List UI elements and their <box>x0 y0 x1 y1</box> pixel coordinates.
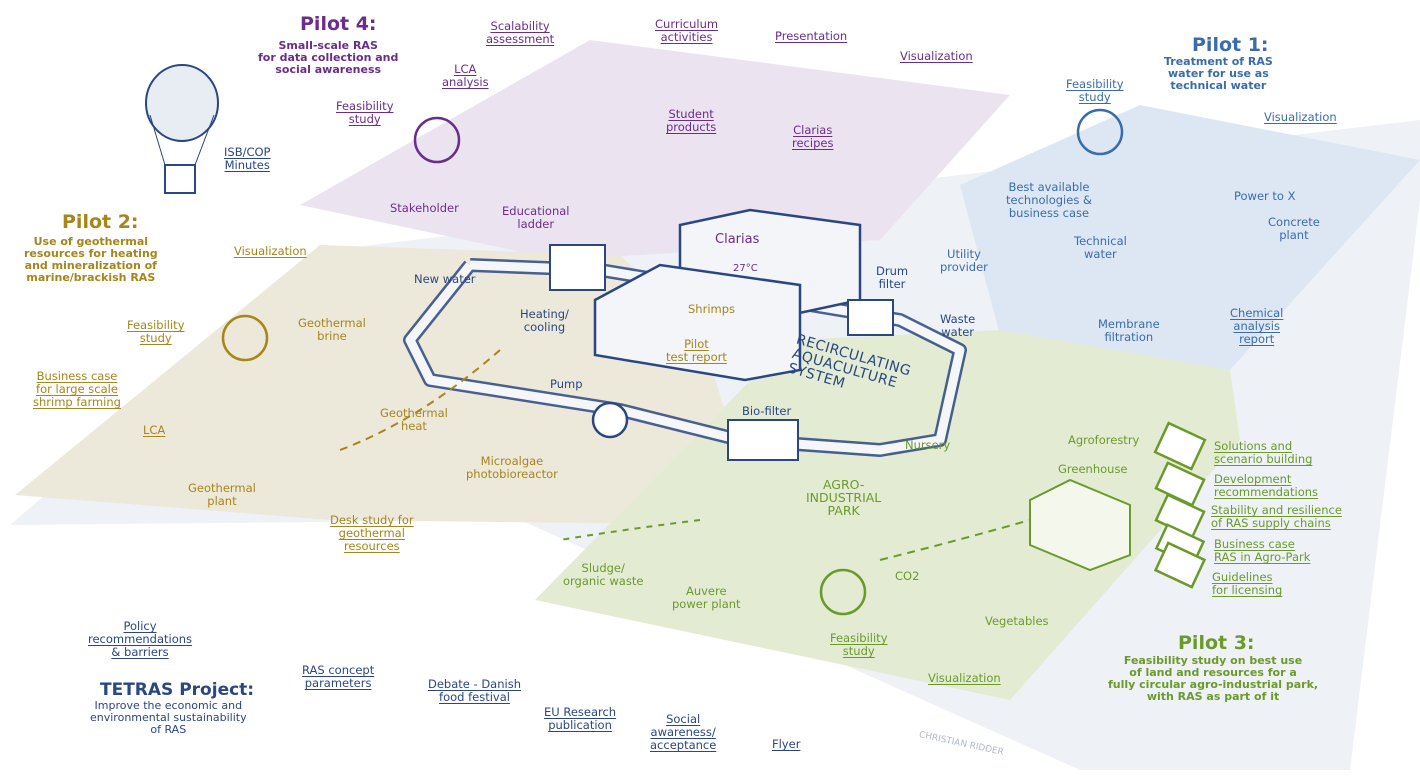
power-to-x-label: Power to X <box>1234 189 1296 203</box>
co2-label: CO2 <box>895 569 920 583</box>
shrimp-business-case-link[interactable]: Business case for large scale shrimp far… <box>33 369 121 409</box>
eu-research-publication-link[interactable]: EU Research publication <box>544 705 617 732</box>
utility-provider-label: Utility provider <box>940 247 988 274</box>
agro-park-business-case-link[interactable]: Business case RAS in Agro-Park <box>1214 537 1311 564</box>
drum-filter-label: Drum filter <box>876 264 909 291</box>
heat-exchanger-box <box>549 244 606 291</box>
balloon-icon <box>145 64 219 142</box>
pilot3-title: Pilot 3: <box>1178 632 1255 654</box>
geothermal-plant-label: Geothermal plant <box>188 481 256 508</box>
pilot2-feasibility-link[interactable]: Feasibility study <box>127 318 185 345</box>
curriculum-activities-link[interactable]: Curriculum activities <box>655 17 719 44</box>
presentation-link[interactable]: Presentation <box>775 29 848 43</box>
supply-chain-resilience-link[interactable]: Stability and resilience of RAS supply c… <box>1211 503 1342 530</box>
pump-label: Pump <box>550 377 583 391</box>
pilot1-visualization-link[interactable]: Visualization <box>1264 110 1337 124</box>
auvere-power-plant-label: Auvere power plant <box>672 584 741 611</box>
greenhouse-icon <box>1029 478 1131 572</box>
pilot1-plane <box>960 105 1420 370</box>
photobioreactor-label: Microalgae photobioreactor <box>466 454 558 481</box>
heating-cooling-label: Heating/ cooling <box>520 307 569 334</box>
pilot4-subtitle: Small-scale RAS for data collection and … <box>258 39 399 76</box>
pilot-test-report-link[interactable]: Pilot test report <box>666 337 727 364</box>
biofilter-label: Bio-filter <box>742 404 792 418</box>
shrimps-label: Shrimps <box>688 302 736 316</box>
waste-water-label: Waste water <box>940 312 976 339</box>
pilot2-plane <box>15 245 760 525</box>
nursery-label: Nursery <box>905 438 951 452</box>
ras-concept-parameters-link[interactable]: RAS concept parameters <box>302 663 375 690</box>
new-water-label: New water <box>414 272 476 286</box>
biofilter-box <box>727 419 799 461</box>
geothermal-brine-label: Geothermal brine <box>298 316 366 343</box>
pilot2-title: Pilot 2: <box>62 211 139 233</box>
pilot4-plane <box>300 40 1010 260</box>
pump-icon <box>591 401 629 439</box>
technical-water-label: Technical water <box>1074 234 1127 261</box>
development-recommendations-link[interactable]: Development recommendations <box>1214 472 1319 499</box>
social-awareness-link[interactable]: Social awareness/ acceptance <box>650 712 717 752</box>
guidelines-card-icon <box>1153 541 1207 589</box>
pilot1-feasibility-link[interactable]: Feasibility study <box>1066 77 1124 104</box>
pilot4-feasibility-link[interactable]: Feasibility study <box>336 99 394 126</box>
pilot3-feasibility-link[interactable]: Feasibility study <box>830 631 888 658</box>
agro-industrial-park-label: AGRO- INDUSTRIAL PARK <box>806 477 882 518</box>
agroforestry-label: Agroforestry <box>1068 433 1140 447</box>
tetras-subtitle: Improve the economic and environmental s… <box>90 699 247 736</box>
pilot1-subtitle: Treatment of RAS water for use as techni… <box>1164 55 1273 92</box>
drum-filter-box <box>847 299 894 336</box>
desk-study-link[interactable]: Desk study for geothermal resources <box>330 513 414 553</box>
membrane-filtration-label: Membrane filtration <box>1098 317 1160 344</box>
pilot4-visualization-link[interactable]: Visualization <box>900 49 973 63</box>
pilot1-title: Pilot 1: <box>1192 34 1269 56</box>
tetras-title: TETRAS Project: <box>100 680 255 700</box>
chemical-analysis-report-link[interactable]: Chemical analysis report <box>1230 306 1284 346</box>
greenhouse-label: Greenhouse <box>1058 462 1128 476</box>
pilot2-lca-link[interactable]: LCA <box>143 423 166 437</box>
pilot2-visualization-link[interactable]: Visualization <box>234 244 307 258</box>
magnifier-icon-pilot1 <box>1076 108 1124 156</box>
best-available-technologies-label: Best available technologies & business c… <box>1006 180 1092 220</box>
magnifier-icon-pilot4 <box>413 116 461 164</box>
pilot3-subtitle: Feasibility study on best use of land an… <box>1108 654 1319 703</box>
magnifier-icon-pilot3 <box>819 568 867 616</box>
licensing-guidelines-link[interactable]: Guidelines for licensing <box>1212 570 1283 597</box>
pilot3-visualization-link[interactable]: Visualization <box>928 671 1001 685</box>
clarias-recipes-link[interactable]: Clarias recipes <box>792 123 834 150</box>
concrete-plant-label: Concrete plant <box>1268 215 1320 242</box>
pilot4-title: Pilot 4: <box>300 13 377 35</box>
lca-analysis-link[interactable]: LCA analysis <box>442 62 489 89</box>
temperature-label: 27°C <box>733 263 758 274</box>
solutions-card-icon <box>1153 421 1207 471</box>
policy-recommendations-link[interactable]: Policy recommendations & barriers <box>88 619 193 659</box>
geothermal-heat-label: Geothermal heat <box>380 406 448 433</box>
flyer-link[interactable]: Flyer <box>772 737 801 751</box>
magnifier-icon-pilot2 <box>221 314 269 362</box>
pilot2-subtitle: Use of geothermal resources for heating … <box>24 235 158 284</box>
educational-ladder-label: Educational ladder <box>502 204 570 231</box>
stakeholder-label: Stakeholder <box>390 201 459 215</box>
clarias-label: Clarias <box>715 232 760 247</box>
debate-food-festival-link[interactable]: Debate - Danish food festival <box>428 677 521 704</box>
sludge-label: Sludge/ organic waste <box>563 561 644 588</box>
vegetables-label: Vegetables <box>985 614 1049 628</box>
isb-cop-minutes-link[interactable]: ISB/COP Minutes <box>224 145 271 172</box>
pilot3-plane <box>535 330 1240 700</box>
shrimp-tank <box>593 263 802 382</box>
solutions-scenario-link[interactable]: Solutions and scenario building <box>1214 439 1313 466</box>
student-products-link[interactable]: Student products <box>666 107 717 134</box>
scalability-assessment-link[interactable]: Scalability assessment <box>486 19 555 46</box>
